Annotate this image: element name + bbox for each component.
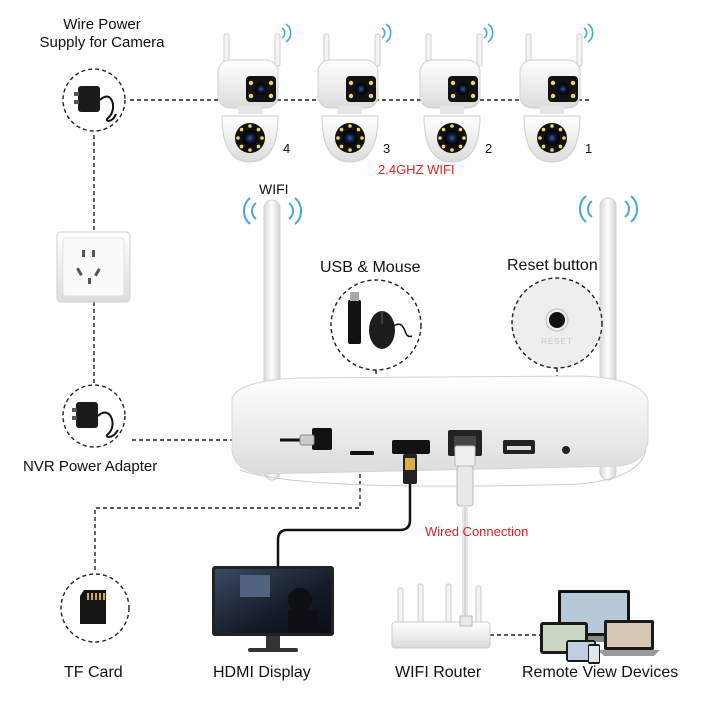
nvr-power-adapter-label: NVR Power Adapter bbox=[23, 458, 158, 475]
hdmi-monitor bbox=[212, 566, 334, 652]
band-label: 2.4GHZ WIFI bbox=[378, 162, 455, 177]
wifi-camera bbox=[519, 23, 594, 163]
reset-hole bbox=[562, 446, 570, 454]
usb-mouse-callout bbox=[330, 279, 422, 371]
remote-view-devices bbox=[540, 590, 660, 664]
wire-power-supply-label: Wire Power Supply for Camera bbox=[39, 16, 165, 51]
wifi-router bbox=[391, 583, 491, 649]
wifi-camera bbox=[217, 23, 292, 163]
tf-card-slot bbox=[350, 451, 374, 455]
reset-button-callout bbox=[511, 277, 603, 369]
tf-card-callout bbox=[60, 573, 130, 643]
wall-outlet bbox=[56, 231, 131, 303]
wifi-waves-left-icon bbox=[243, 197, 302, 225]
wifi-signal-icon bbox=[583, 23, 594, 43]
camera-number: 2 bbox=[485, 141, 493, 156]
usb-mouse-label: USB & Mouse bbox=[320, 259, 421, 276]
hdmi-cable bbox=[276, 454, 417, 566]
tf-card-label: TF Card bbox=[64, 664, 123, 681]
reset-button-label: Reset button bbox=[507, 257, 598, 274]
wifi-camera bbox=[317, 23, 392, 163]
camera-group bbox=[217, 23, 594, 163]
hdmi-port bbox=[392, 440, 430, 454]
remote-view-devices-label: Remote View Devices bbox=[522, 664, 679, 681]
connection-lines bbox=[93, 99, 590, 636]
tf-card-line bbox=[94, 460, 361, 572]
hdmi-display-label: HDMI Display bbox=[213, 664, 311, 681]
reset-engraving: RESET bbox=[541, 337, 573, 346]
wifi-router-label: WIFI Router bbox=[395, 664, 482, 681]
nvr-recorder bbox=[231, 375, 649, 487]
camera-power-adapter bbox=[62, 68, 126, 132]
camera-number: 1 bbox=[585, 141, 593, 156]
nvr-power-adapter bbox=[62, 384, 126, 448]
wifi-camera bbox=[419, 23, 494, 163]
camera-number: 4 bbox=[283, 141, 291, 156]
usb-dongle bbox=[348, 300, 361, 344]
camera-number: 3 bbox=[383, 141, 391, 156]
wired-connection-label: Wired Connection bbox=[425, 524, 529, 539]
wifi-label: WIFI bbox=[259, 181, 289, 197]
wifi-signal-icon bbox=[381, 23, 392, 43]
mouse bbox=[369, 311, 395, 349]
ethernet-cable bbox=[454, 445, 476, 618]
dc-power-port bbox=[312, 428, 332, 450]
wifi-waves-right-icon bbox=[579, 195, 638, 223]
wifi-signal-icon bbox=[281, 23, 292, 43]
wifi-signal-icon bbox=[483, 23, 494, 43]
